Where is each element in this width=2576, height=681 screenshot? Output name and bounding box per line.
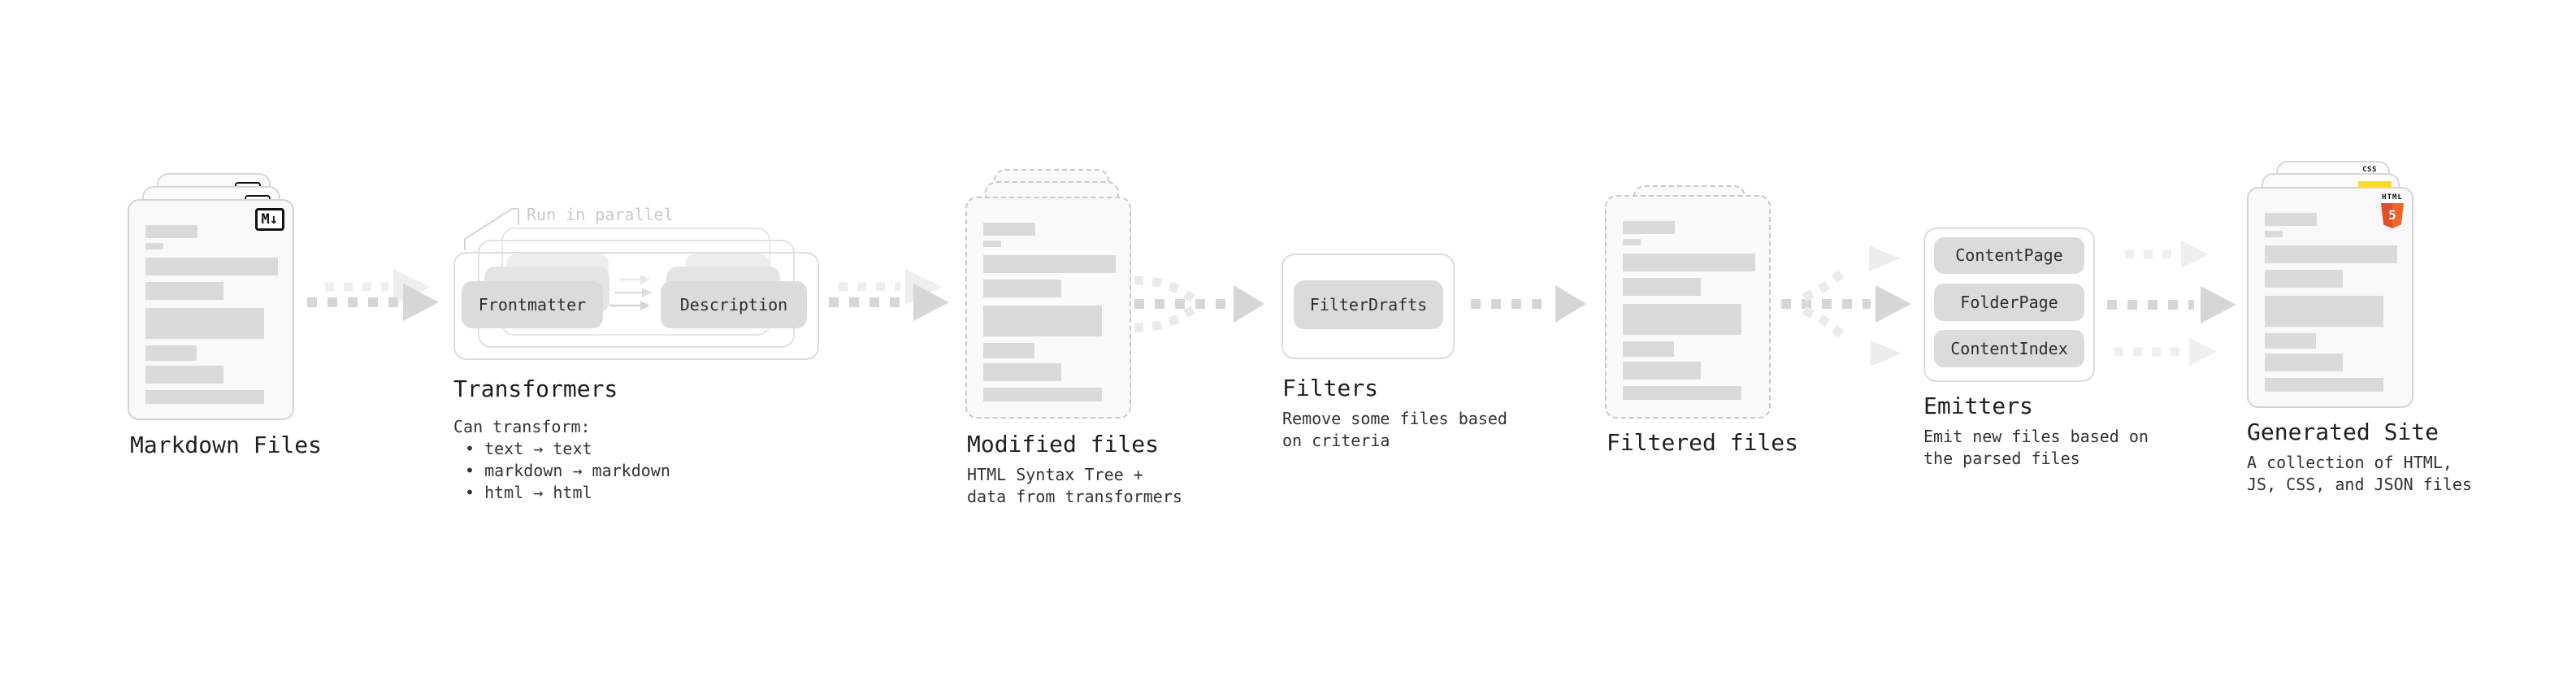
arrow-emitters-to-generated [2107, 241, 2236, 366]
doc-line [1623, 278, 1701, 296]
generated-doc-front: HTML 5 [2247, 187, 2413, 408]
arrow-filters-to-filtered [1471, 285, 1586, 323]
doc-line [983, 255, 1116, 273]
doc-line [145, 225, 197, 238]
doc-line [983, 306, 1102, 336]
doc-line [2265, 296, 2383, 327]
filters-desc-line-1: Remove some files based [1282, 409, 1507, 428]
arrow-modified-to-filters-converge [1134, 275, 1264, 332]
stage-label-transformers: Transformers [453, 375, 618, 402]
modified-doc-front [965, 197, 1131, 419]
description-node: Description [661, 281, 807, 328]
doc-line [2265, 213, 2317, 226]
doc-line [2265, 354, 2343, 371]
doc-line [2265, 270, 2343, 288]
doc-line [983, 280, 1061, 297]
arrow-transformers-to-modified [829, 269, 949, 321]
doc-line [983, 363, 1061, 381]
run-in-parallel-callout: Run in parallel [527, 205, 674, 224]
doc-line [2265, 245, 2397, 263]
transformers-desc-intro: Can transform: [453, 417, 591, 436]
generated-desc-line-1: A collection of HTML, [2247, 453, 2452, 472]
frontmatter-node: Frontmatter [462, 281, 603, 328]
transformers-bullet-markdown: • markdown → markdown [465, 461, 670, 480]
markdown-icon: M↓ [254, 208, 284, 231]
stage-label-filters: Filters [1282, 375, 1379, 401]
content-index-node: ContentIndex [1934, 330, 2084, 367]
doc-line [145, 308, 264, 339]
stage-label-emitters: Emitters [1923, 393, 2033, 419]
doc-line [145, 282, 223, 300]
arrow-filtered-to-emitters-diverge [1781, 245, 1911, 367]
stage-label-modified-files: Modified files [967, 431, 1160, 458]
doc-line [983, 343, 1034, 358]
emitters-description: Emit new files based on the parsed files [1923, 426, 2149, 470]
transformers-bullet-html: • html → html [465, 483, 592, 502]
filters-description: Remove some files based on criteria [1282, 408, 1507, 452]
markdown-doc-front: M↓ [128, 199, 294, 420]
stage-label-markdown-files: Markdown Files [130, 432, 323, 458]
modified-desc-line-1: HTML Syntax Tree + [967, 465, 1143, 484]
doc-line [145, 258, 278, 275]
generated-desc-line-2: JS, CSS, and JSON files [2247, 475, 2472, 494]
transformers-description: Can transform: • text → text • markdown … [453, 416, 670, 504]
doc-line [145, 366, 223, 384]
stage-label-generated-site: Generated Site [2247, 419, 2439, 445]
doc-line [1623, 304, 1741, 335]
arrow-markdown-to-transformers [307, 269, 439, 321]
stage-label-filtered-files: Filtered files [1607, 429, 1799, 456]
doc-line [983, 388, 1102, 401]
doc-line [2265, 378, 2383, 392]
filtered-doc-front [1605, 195, 1771, 419]
doc-line [1623, 254, 1755, 271]
emitters-desc-line-2: the parsed files [1923, 449, 2080, 468]
doc-line [2265, 231, 2283, 237]
doc-line [983, 241, 1001, 247]
doc-line [1623, 221, 1675, 234]
doc-line [983, 223, 1035, 236]
doc-line [145, 243, 163, 249]
modified-desc-line-2: data from transformers [967, 487, 1182, 506]
transformers-bullet-text: • text → text [465, 439, 592, 458]
doc-line [2265, 333, 2316, 349]
doc-line [145, 345, 197, 361]
content-page-node: ContentPage [1934, 237, 2084, 274]
doc-line [145, 390, 264, 404]
html5-icon-shield: 5 [2381, 203, 2404, 228]
filters-desc-line-2: on criteria [1282, 431, 1390, 450]
doc-line [1623, 386, 1741, 400]
transformer-card-front [453, 252, 819, 360]
emitters-desc-line-1: Emit new files based on [1923, 427, 2149, 446]
modified-description: HTML Syntax Tree + data from transformer… [967, 464, 1182, 508]
html5-icon: HTML 5 [2381, 193, 2404, 228]
html5-icon-word: HTML [2382, 193, 2403, 202]
folder-page-node: FolderPage [1934, 284, 2084, 321]
doc-line [1623, 362, 1701, 380]
css-icon-word: CSS [2362, 166, 2377, 174]
doc-line [1623, 341, 1674, 357]
doc-line [1623, 239, 1641, 245]
generated-description: A collection of HTML, JS, CSS, and JSON … [2247, 452, 2472, 496]
filter-drafts-node: FilterDrafts [1294, 280, 1443, 329]
